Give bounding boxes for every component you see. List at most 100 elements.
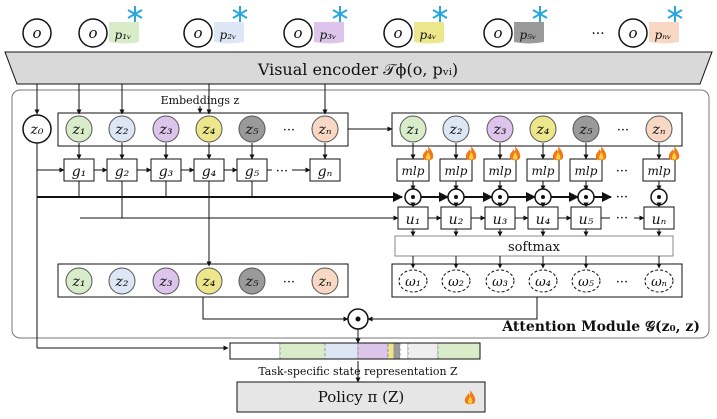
z-token-6: zₙ	[311, 115, 339, 143]
svg-text:z₄: z₄	[202, 274, 216, 290]
z-token-bottom-4: z₄	[195, 267, 223, 295]
frozen-snowflake-icon	[332, 5, 348, 23]
trainable-fire-icon	[595, 146, 607, 161]
svg-text:z₅: z₅	[579, 122, 593, 138]
policy-box: Policy π (Z)	[236, 381, 486, 413]
z-token-3: z₃	[152, 115, 180, 143]
z-token-bottom-3: z₃	[152, 267, 180, 295]
u-ellipsis: ···	[616, 211, 628, 226]
u-token-4: u₄	[527, 206, 559, 230]
svg-text:mlp: mlp	[402, 164, 425, 178]
odot-3	[491, 188, 509, 206]
svg-text:z₃: z₃	[159, 274, 173, 290]
z0-node: z₀	[22, 114, 52, 144]
g-token-4: g₄	[193, 158, 225, 182]
z-token-bottom-ellipsis: ···	[283, 275, 295, 290]
prompt-label: p₁ᵥ	[115, 28, 132, 42]
z-token-ellipsis: ···	[283, 123, 295, 138]
u-token-2: u₂	[440, 206, 472, 230]
z-token-bottom-5: z₅	[238, 267, 266, 295]
svg-text:Policy π (Z): Policy π (Z)	[318, 388, 405, 406]
visual-encoder: Visual encoder 𝒯ϕ(o, pᵥᵢ)	[4, 51, 713, 85]
state-segment	[407, 342, 439, 360]
prompt-swatch	[649, 22, 679, 44]
mlp-block-4: mlp	[526, 146, 564, 182]
mlp-block-5: mlp	[569, 146, 607, 182]
svg-text:zₙ: zₙ	[317, 274, 331, 290]
obs-label: o	[628, 24, 637, 42]
mlp-block-1: mlp	[396, 146, 434, 182]
z-token-copy-2: z₂	[442, 115, 470, 143]
svg-text:z₁: z₁	[406, 122, 420, 138]
svg-text:gₙ: gₙ	[318, 164, 333, 180]
omega-3: ω₃	[485, 269, 515, 293]
omega-5: ω₅	[571, 269, 601, 293]
svg-text:u₃: u₃	[493, 212, 508, 228]
state-segment	[279, 342, 326, 360]
obs-node-0: o	[22, 18, 52, 48]
frozen-snowflake-icon	[432, 5, 448, 23]
encoder-label: Visual encoder 𝒯ϕ(o, pᵥᵢ)	[257, 60, 458, 79]
state-segment	[393, 342, 401, 360]
trainable-fire-icon	[668, 146, 680, 161]
z-token-copy-ellipsis: ···	[617, 123, 629, 138]
trainable-fire-icon	[552, 146, 564, 161]
input-row: o	[22, 18, 52, 48]
obs-label: o	[393, 24, 402, 42]
prompt-label: p₅ᵥ	[520, 28, 537, 42]
obs-label: o	[193, 24, 202, 42]
svg-text:z₂: z₂	[115, 274, 129, 290]
svg-text:z₅: z₅	[245, 122, 259, 138]
svg-text:g₅: g₅	[245, 164, 260, 180]
z-token-5: z₅	[238, 115, 266, 143]
omega-4: ω₄	[528, 269, 558, 293]
odot-5	[577, 188, 595, 206]
svg-text:u₅: u₅	[579, 212, 594, 228]
state-segment	[387, 342, 395, 360]
state-segment	[324, 342, 359, 360]
softmax-bar: softmax	[394, 235, 674, 257]
g-token-5: g₅	[236, 158, 268, 182]
z-token-copy-6: zₙ	[645, 115, 673, 143]
state-segment	[229, 342, 281, 360]
attention-module-label: Attention Module 𝒢(z₀, z)	[501, 319, 700, 335]
obs-node	[483, 18, 513, 48]
embeddings-label: Embeddings z	[161, 94, 240, 107]
prompt-swatch	[214, 22, 244, 44]
u-token-3: u₃	[484, 206, 516, 230]
svg-text:mlp: mlp	[575, 164, 598, 178]
svg-text:mlp: mlp	[445, 164, 468, 178]
svg-text:mlp: mlp	[532, 164, 555, 178]
mlp-block-2: mlp	[439, 146, 477, 182]
svg-text:zₙ: zₙ	[317, 122, 331, 138]
odot-ellipsis: ···	[616, 190, 628, 205]
prompt-label: p₄ᵥ	[420, 28, 437, 42]
svg-text:z₅: z₅	[245, 274, 259, 290]
mlp-ellipsis: ···	[616, 164, 628, 179]
z-token-1: z₁	[65, 115, 93, 143]
svg-text:g₄: g₄	[202, 164, 217, 180]
omega-1: ω₁	[398, 269, 428, 293]
prompt-swatch	[414, 22, 444, 44]
omega-6: ωₙ	[644, 269, 674, 293]
obs-node	[618, 18, 648, 48]
svg-text:g₃: g₃	[159, 164, 174, 180]
svg-text:mlp: mlp	[648, 164, 671, 178]
frozen-snowflake-icon	[127, 5, 143, 23]
state-segment	[357, 342, 389, 360]
prompt-swatch	[314, 22, 344, 44]
svg-text:ω₁: ω₁	[405, 275, 421, 290]
svg-text:u₄: u₄	[536, 212, 551, 228]
svg-text:ωₙ: ωₙ	[651, 275, 667, 290]
svg-text:z₁: z₁	[72, 122, 86, 138]
z-token-copy-4: z₄	[529, 115, 557, 143]
u-token-6: uₙ	[643, 206, 675, 230]
trainable-fire-icon	[509, 146, 521, 161]
g-token-2: g₂	[106, 158, 138, 182]
